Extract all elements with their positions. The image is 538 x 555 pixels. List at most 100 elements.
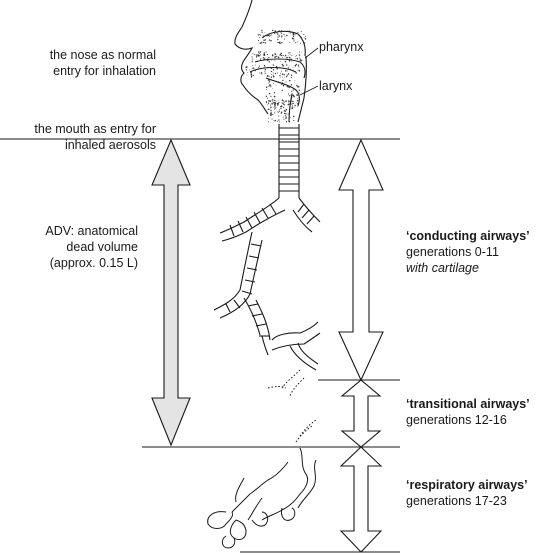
stipple-dot	[285, 100, 287, 102]
stipple-dot	[300, 30, 302, 33]
stipple-dot	[288, 65, 290, 67]
stipple-dot	[270, 104, 271, 106]
stipple-dot	[294, 64, 297, 67]
stipple-dot	[294, 104, 296, 107]
cartilage-ring	[225, 303, 231, 313]
stipple-dot	[283, 34, 285, 36]
stipple-dot	[286, 70, 288, 72]
stipple-dot	[282, 65, 285, 67]
stipple-dot	[273, 101, 275, 104]
stipple-dot	[295, 72, 297, 74]
stipple-dot	[298, 57, 300, 59]
stipple-dot	[265, 86, 268, 89]
stipple-dot	[271, 102, 273, 104]
stipple-dot	[298, 66, 300, 67]
cartilage-ring	[250, 243, 262, 247]
stipple-dot	[270, 106, 272, 109]
stipple-dot	[288, 100, 290, 102]
stipple-dot	[288, 120, 291, 123]
stipple-dot	[273, 95, 276, 98]
stipple-dot	[270, 114, 272, 117]
stipple-dot	[296, 106, 298, 108]
stipple-dot	[281, 107, 282, 109]
stipple-dot	[258, 66, 260, 68]
stipple-dot	[272, 64, 275, 66]
respiratory-airways-label: ‘respiratory airways’ generations 17-23	[406, 477, 528, 509]
stipple-dot	[276, 120, 278, 122]
cartilage-ring	[245, 216, 253, 229]
stipple-dot	[278, 41, 280, 44]
stipple-dot	[295, 42, 297, 44]
stipple-dot	[298, 67, 300, 69]
cartilage-ring	[297, 203, 305, 213]
stipple-dot	[291, 103, 293, 105]
stipple-dot	[268, 100, 270, 102]
mouth-label-line-1: the mouth as entry for	[34, 122, 156, 136]
stipple-dot	[256, 56, 257, 58]
stipple-dot	[279, 74, 281, 77]
stipple-dot	[277, 56, 280, 59]
stipple-dot	[282, 55, 283, 57]
stipple-dot	[282, 76, 284, 78]
stipple-dot	[275, 65, 278, 68]
stipple-dot	[270, 109, 272, 111]
stipple-dot	[284, 109, 286, 111]
stipple-dot	[281, 42, 283, 44]
stipple-dot	[284, 58, 286, 60]
stipple-dot	[287, 112, 289, 114]
stipple-dot	[283, 101, 285, 103]
stipple-dot	[257, 54, 260, 56]
stipple-dot	[292, 105, 293, 107]
mouth-label-line-2: inhaled aerosols	[64, 138, 156, 152]
stipple-dot	[294, 71, 296, 73]
cartilage-ring	[237, 220, 244, 233]
stipple-dot	[299, 57, 301, 59]
stipple-dot	[261, 73, 263, 75]
stipple-dot	[270, 66, 272, 68]
stipple-dot	[271, 55, 274, 57]
transitional-bronchioles	[267, 369, 317, 443]
stipple-dot	[292, 118, 294, 120]
stipple-dot	[293, 69, 294, 71]
stipple-dot	[283, 106, 285, 108]
stipple-dot	[303, 36, 305, 38]
stipple-dot	[262, 57, 264, 59]
stipple-dot	[285, 100, 287, 103]
stipple-dot	[286, 64, 288, 66]
transitional-double-arrow	[340, 379, 382, 448]
stipple-dot	[278, 34, 280, 36]
stipple-dot	[297, 98, 299, 99]
stipple-dot	[272, 100, 274, 102]
stipple-dot	[279, 31, 282, 33]
stipple-dot	[278, 102, 280, 104]
stipple-dot	[245, 69, 247, 71]
stipple-dot	[277, 112, 279, 113]
stipple-dot	[281, 64, 284, 66]
stipple-dot	[279, 121, 281, 123]
stipple-dot	[271, 60, 273, 61]
cartilage-ring	[306, 215, 315, 225]
conducting-airways-note: with cartilage	[406, 261, 479, 275]
adv-label-line-1: ADV: anatomical	[45, 224, 138, 238]
stipple-dot	[280, 52, 282, 54]
stipple-dot	[259, 72, 261, 74]
stipple-dot	[281, 35, 283, 37]
stipple-dot	[258, 65, 261, 67]
cartilage-ring	[229, 224, 235, 237]
stipple-dot	[252, 59, 254, 61]
stipple-dot	[289, 41, 291, 43]
stipple-dot	[305, 38, 306, 40]
stipple-dot	[259, 34, 262, 36]
stipple-dot	[270, 76, 273, 78]
stipple-dot	[273, 32, 276, 34]
stipple-dot	[289, 33, 291, 35]
stipple-dot	[261, 31, 263, 33]
stipple-dot	[288, 31, 290, 33]
stipple-dot	[261, 30, 263, 32]
stipple-dot	[266, 53, 268, 55]
stipple-dot	[290, 58, 292, 60]
stipple-dot	[289, 53, 291, 55]
stipple-dot	[280, 54, 283, 57]
stipple-dot	[273, 92, 276, 94]
